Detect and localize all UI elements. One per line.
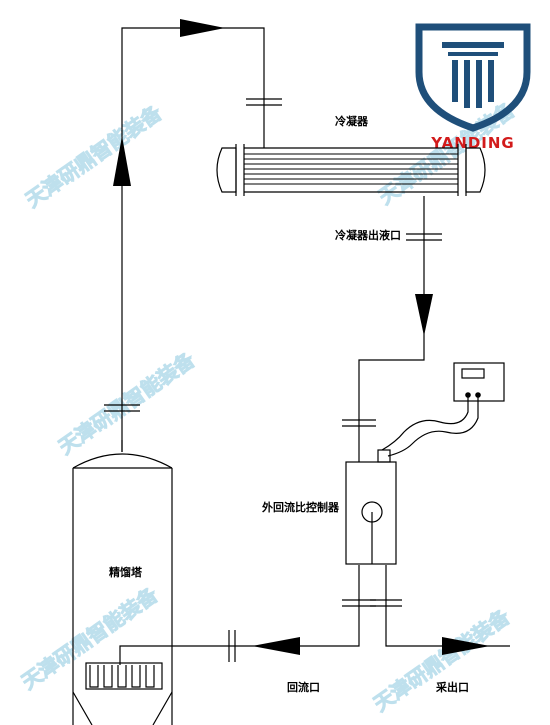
flange-product-down (370, 599, 402, 607)
watermark-5: 天津研鼎智能装备 (54, 347, 200, 459)
flange-reflux-horizontal (228, 630, 236, 662)
watermark-layer: 天津研鼎智能装备 天津研鼎智能装备 天津研鼎智能装备 天津研鼎智能装备 天津研鼎… (17, 97, 521, 717)
signal-cable (381, 397, 469, 451)
logo-text: YANDING (430, 134, 515, 152)
column-top-head (72, 453, 173, 469)
label-condenser-outlet: 冷凝器出液口 (335, 228, 401, 242)
controller-sensor (377, 449, 391, 463)
label-column: 精馏塔 (109, 565, 143, 579)
label-reflux-port: 回流口 (287, 680, 320, 694)
condenser-left-head (216, 147, 237, 193)
condenser (216, 144, 486, 196)
label-reflux-controller: 外回流比控制器 (261, 500, 340, 514)
logo-pillar-bar-icon (448, 52, 498, 56)
yanding-logo: YANDING (415, 23, 531, 152)
labels: 冷凝器 冷凝器出液口 外回流比控制器 精馏塔 回流口 采出口 (109, 114, 469, 694)
reflux-controller (345, 449, 397, 565)
arrow-left-icon (252, 637, 300, 655)
piping (119, 27, 510, 665)
arrow-right-icon (180, 19, 225, 37)
distillation-column (72, 440, 173, 725)
display-screen (461, 368, 485, 379)
logo-shield-icon (415, 23, 531, 132)
logo-pillar-top-icon (442, 42, 504, 48)
label-product-port: 采出口 (435, 680, 469, 694)
flange-vapor-lower (104, 404, 140, 412)
logo-pillar-2-icon (464, 60, 470, 108)
condenser-outlet-pipe (358, 196, 425, 462)
flange-controller-inlet (342, 419, 376, 427)
column-bottom-cone (72, 691, 173, 725)
column-packing (85, 662, 163, 690)
flange-vapor-upper (246, 98, 282, 106)
controller-display (381, 362, 505, 457)
watermark-4: 天津研鼎智能装备 (369, 604, 515, 716)
arrow-right-product-icon (442, 637, 490, 655)
arrow-up-icon (113, 136, 131, 186)
condenser-right-head (465, 147, 486, 193)
flow-arrows (113, 19, 490, 655)
logo-pillar-1-icon (452, 60, 458, 102)
flanges (104, 98, 442, 662)
arrow-down-icon (415, 294, 433, 336)
logo-pillar-4-icon (488, 60, 494, 102)
condenser-tubes (244, 153, 458, 185)
label-condenser: 冷凝器 (335, 114, 369, 128)
reflux-pipe (119, 565, 360, 665)
logo-pillar-3-icon (476, 60, 482, 108)
watermark-1: 天津研鼎智能装备 (21, 100, 167, 212)
flange-condenser-outlet (406, 233, 442, 241)
